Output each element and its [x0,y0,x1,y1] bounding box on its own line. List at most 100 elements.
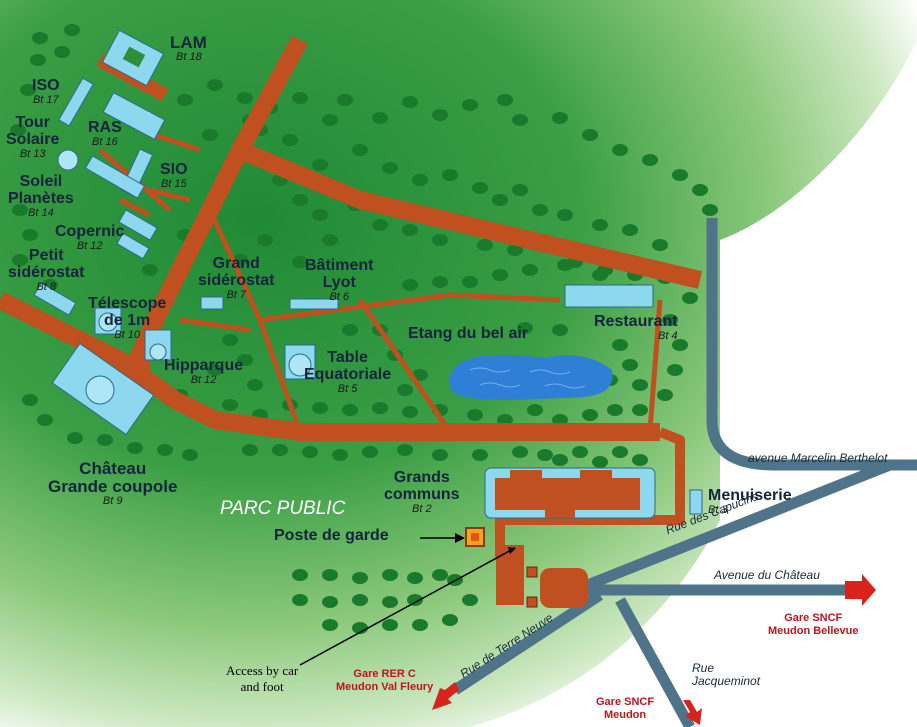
tree [512,184,528,196]
bldg-grand-siderostat [200,296,224,310]
tree [222,399,238,411]
tree [237,354,253,366]
label-table-equatoriale: Table Equatoriale Bt 5 [304,349,392,395]
tree [632,404,648,416]
tree [552,454,568,466]
access-pointer [299,547,516,666]
tree [557,259,573,271]
tree [22,229,38,241]
street-jacqueminot [615,597,695,727]
tree [247,379,263,391]
tree [662,314,678,326]
dome-telescope [98,312,118,332]
tree [432,276,448,288]
direction-arrows [432,574,876,725]
gate-block-2 [526,596,538,608]
tree [257,234,273,246]
tree [557,209,573,221]
label-iso: ISO Bt 17 [32,77,60,106]
lam-inner [122,46,146,68]
bldg-lyot [289,298,339,310]
label-chateau: Château Grande coupole Bt 9 [48,459,178,507]
label-parc-public: PARC PUBLIC [220,498,346,519]
tree [222,334,238,346]
tree [552,112,568,124]
tree [292,594,308,606]
tree [582,409,598,421]
road-restaurant [647,299,663,431]
tree [507,244,523,256]
tree [182,449,198,461]
street-capucins [572,459,893,596]
bldg-petit-siderostat [33,282,77,316]
tree [462,276,478,288]
road-thin-4 [179,317,251,333]
tree [572,446,588,458]
tree [302,446,318,458]
dome-hipparque [149,343,167,361]
tree [532,204,548,216]
tree [512,446,528,458]
tree [432,234,448,246]
label-etang: Etang du bel air [408,325,529,342]
road-thin-5 [149,187,191,203]
tree [522,264,538,276]
tree [272,444,288,456]
pond [449,355,613,400]
tree [382,162,398,174]
label-menuiserie: Menuiserie Bt 3 [708,487,792,516]
tree [582,129,598,141]
tree [142,264,158,276]
tree [292,256,308,268]
bldg-grands-communs [495,478,640,518]
tree [432,449,448,461]
tree [312,159,328,171]
tree [607,404,623,416]
tree [412,619,428,631]
label-grands-communs: Grands communs Bt 2 [384,469,460,515]
tree [312,209,328,221]
tree [407,594,423,606]
tree [397,384,413,396]
label-lam: LAM Bt 18 [170,33,207,63]
tree [67,432,83,444]
road-thin-3 [357,298,453,434]
tree [432,109,448,121]
tree [667,364,683,376]
tree [632,379,648,391]
road-thin-8 [118,197,152,218]
tree [622,224,638,236]
tree [382,569,398,581]
tree [652,239,668,251]
tree [322,619,338,631]
tree [467,409,483,421]
tree [622,359,638,371]
tree [292,92,308,104]
tree [412,174,428,186]
tree [127,442,143,454]
tree [352,572,368,584]
pointer-lines [299,537,516,666]
dome-tour-solaire [57,149,79,171]
tree [157,444,173,456]
internal-roads [0,35,703,570]
tree [692,184,708,196]
tree [517,322,533,334]
arrow-val-fleury [432,682,459,710]
tree [612,339,628,351]
tree [282,134,298,146]
label-copernic: Copernic Bt 12 [55,223,125,252]
arrow-meudon [683,700,702,725]
tree [497,94,513,106]
label-sio: SIO Bt 15 [160,161,188,190]
tree [477,239,493,251]
bldg-copernic [118,209,158,241]
tree [407,572,423,584]
tree [682,292,698,304]
tree [592,219,608,231]
tree [402,224,418,236]
tree [442,614,458,626]
ras-inner [120,112,150,120]
tree [322,569,338,581]
streets [451,218,917,727]
